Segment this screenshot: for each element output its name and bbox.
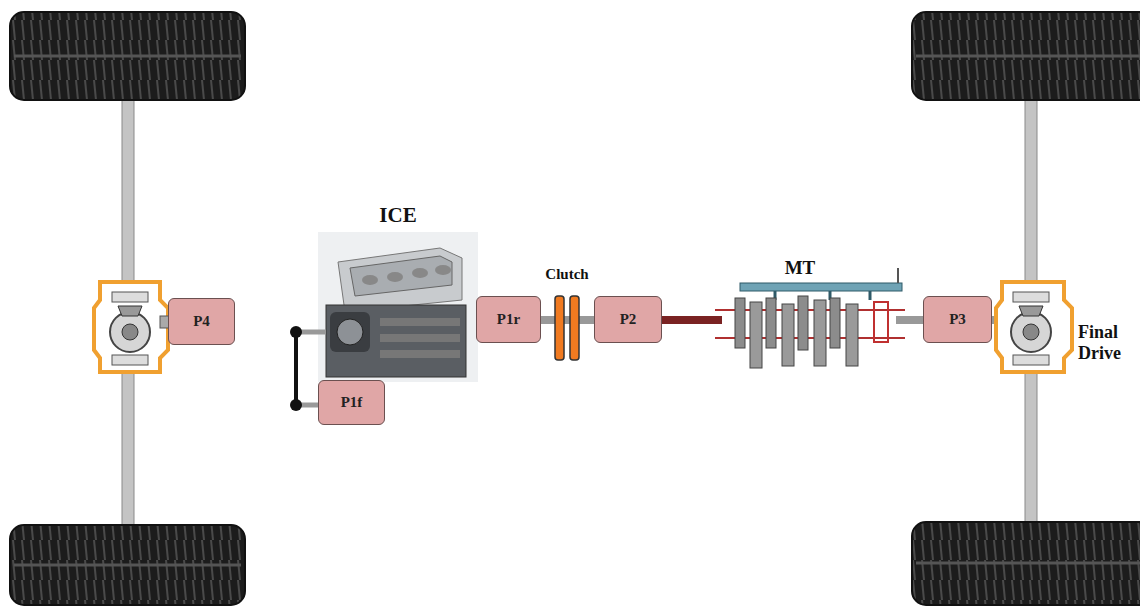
clutch-plates (555, 296, 579, 360)
gearbox-shaft (660, 316, 722, 324)
tires (10, 12, 1140, 605)
part-name: Clutch (527, 266, 607, 283)
part-name: Final Drive (1078, 322, 1136, 363)
output-shaft (896, 316, 925, 324)
input-shaft (540, 316, 596, 324)
part-name: MT (770, 257, 830, 279)
rear-differential (996, 282, 1072, 372)
motor-position-box: P1r (476, 296, 541, 343)
box-label: P2 (620, 311, 637, 328)
box-label: P1f (341, 394, 363, 411)
box-label: P4 (193, 313, 210, 330)
box-label: P3 (949, 311, 966, 328)
part-name: ICE (358, 203, 438, 227)
engine-picture (318, 232, 478, 382)
motor-position-box: P2 (594, 296, 662, 343)
box-label: P1r (497, 311, 520, 328)
motor-position-box: P3 (923, 296, 992, 343)
motor-position-box: P1f (318, 380, 385, 425)
motor-position-box: P4 (168, 298, 235, 345)
front-differential (94, 282, 170, 372)
gearbox-picture (715, 268, 905, 368)
